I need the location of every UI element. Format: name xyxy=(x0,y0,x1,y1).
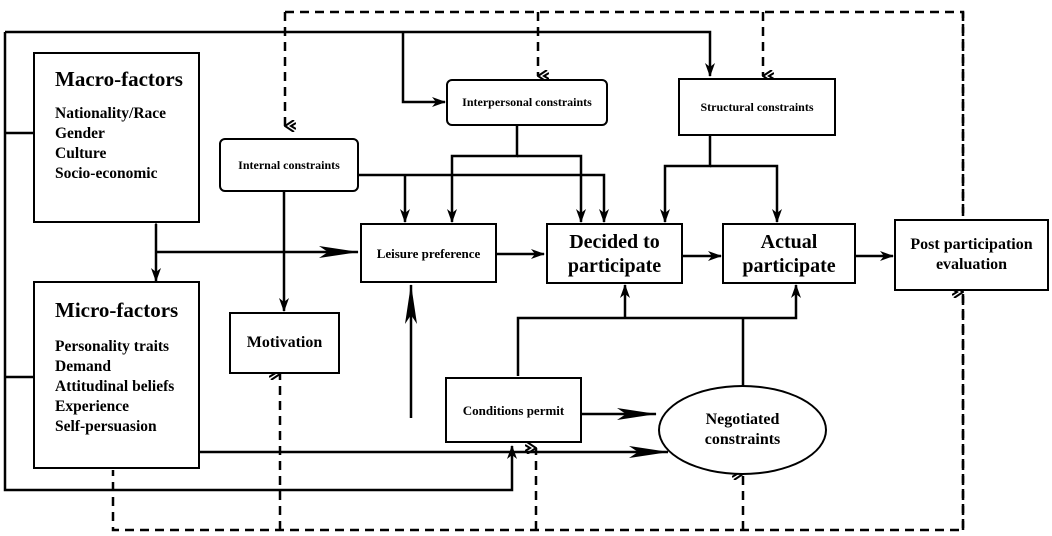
interpersonal-constraints-label: Interpersonal constraints xyxy=(462,95,592,109)
structural-to-actual xyxy=(710,164,782,223)
leisure-preference-label: Leisure preference xyxy=(376,245,481,261)
post-label-line-1: Post participation xyxy=(910,236,1033,253)
negotiated-constraints-ellipse: Negotiated constraints xyxy=(658,385,827,475)
interpersonal-to-decided xyxy=(517,154,586,223)
decided-label-line-2: participate xyxy=(567,254,662,277)
interpersonal-to-preference xyxy=(447,125,519,223)
actual-label-line-1: Actual xyxy=(760,230,818,253)
post-participation-evaluation-box: Post participation evaluation xyxy=(894,219,1049,291)
actual-label-line-2: participate xyxy=(742,254,836,277)
macro-item-nationality-race: Nationality/Race xyxy=(55,105,167,122)
conditions-permit-label: Conditions permit xyxy=(462,402,565,418)
line-to-interpersonal xyxy=(401,32,446,107)
micro-item-experience: Experience xyxy=(55,398,130,415)
left-loop-to-conditions xyxy=(3,32,517,492)
micro-item-self-persuasion: Self-persuasion xyxy=(55,418,157,435)
top-line-to-structural xyxy=(5,30,715,77)
motivation-label: Motivation xyxy=(246,334,323,351)
macro-factors-title: Macro-factors xyxy=(55,67,183,91)
macro-item-socio-economic: Socio-economic xyxy=(55,165,158,182)
actual-participate-box: Actual participate xyxy=(722,223,856,284)
micro-item-attitudinal-beliefs: Attitudinal beliefs xyxy=(55,378,175,395)
interpersonal-constraints-box: Interpersonal constraints xyxy=(446,79,608,126)
structural-constraints-box: Structural constraints xyxy=(678,78,836,136)
post-label-line-2: evaluation xyxy=(935,256,1008,273)
micro-factors-box: Micro-factors Personality traits Demand … xyxy=(33,281,200,469)
structural-constraints-label: Structural constraints xyxy=(700,99,814,114)
negotiated-label-line-2: constraints xyxy=(704,431,781,448)
conditions-permit-box: Conditions permit xyxy=(445,377,582,443)
structural-to-decided xyxy=(660,136,712,223)
motivation-box: Motivation xyxy=(229,312,340,374)
internal-constraints-label: Internal constraints xyxy=(238,157,340,172)
conditions-to-actual xyxy=(516,284,801,376)
solid-connectors xyxy=(3,30,894,492)
macro-factors-box: Macro-factors Nationality/Race Gender Cu… xyxy=(33,52,200,223)
macro-item-gender: Gender xyxy=(55,125,105,142)
negotiated-label-line-1: Negotiated xyxy=(705,411,780,428)
decided-to-participate-box: Decided to participate xyxy=(546,223,683,284)
micro-item-personality-traits: Personality traits xyxy=(55,338,170,355)
micro-item-demand: Demand xyxy=(55,358,111,375)
internal-constraints-box: Internal constraints xyxy=(219,138,359,192)
decided-label-line-1: Decided to xyxy=(569,230,660,253)
micro-factors-title: Micro-factors xyxy=(55,298,179,322)
feedback-outer-loop xyxy=(111,10,965,532)
internal-to-decided xyxy=(358,173,609,223)
macro-item-culture: Culture xyxy=(55,145,107,162)
leisure-preference-box: Leisure preference xyxy=(360,223,497,283)
